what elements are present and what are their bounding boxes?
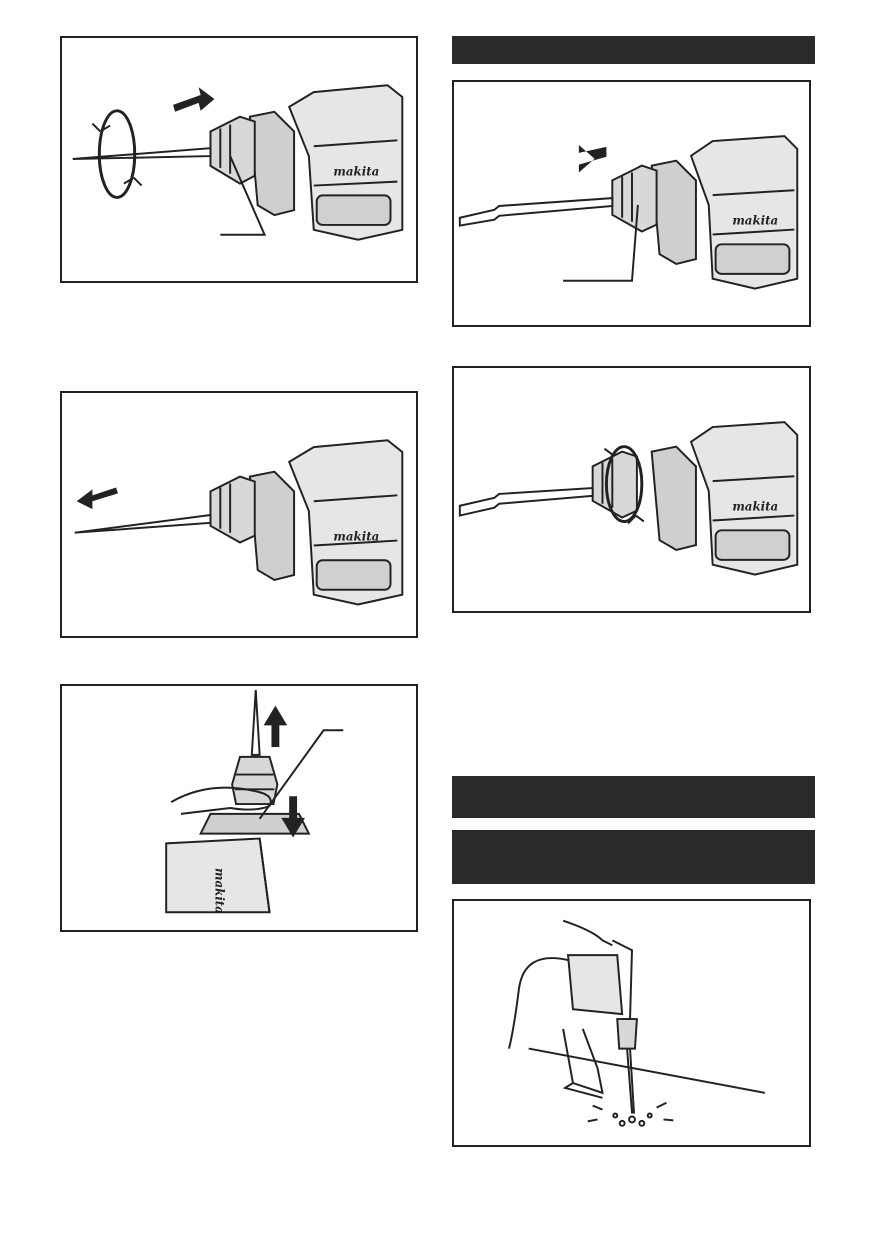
figure-remove-bit: makita: [452, 80, 811, 327]
drill-illustration: makita: [72, 84, 404, 241]
section-header-bar: [452, 830, 815, 884]
brand-logo: makita: [212, 868, 226, 914]
drill-illustration: makita: [458, 135, 799, 290]
brand-logo: makita: [333, 530, 379, 544]
drill-illustration: makita: [458, 421, 799, 576]
figure-insert-bit: makita: [60, 36, 418, 283]
figure-operation: [452, 899, 811, 1147]
brand-logo: makita: [732, 500, 778, 514]
figure-chuck-vertical: makita: [60, 684, 418, 932]
brand-logo: makita: [732, 214, 778, 228]
figure-bit-pulled-out: makita: [60, 391, 418, 638]
drill-illustration: makita: [165, 689, 344, 914]
figure-chisel-rotate: makita: [452, 366, 811, 613]
operation-illustration: [508, 919, 765, 1127]
drill-illustration: makita: [74, 439, 404, 606]
brand-logo: makita: [333, 165, 379, 179]
section-header-bar: [452, 776, 815, 818]
section-header-bar: [452, 36, 815, 64]
